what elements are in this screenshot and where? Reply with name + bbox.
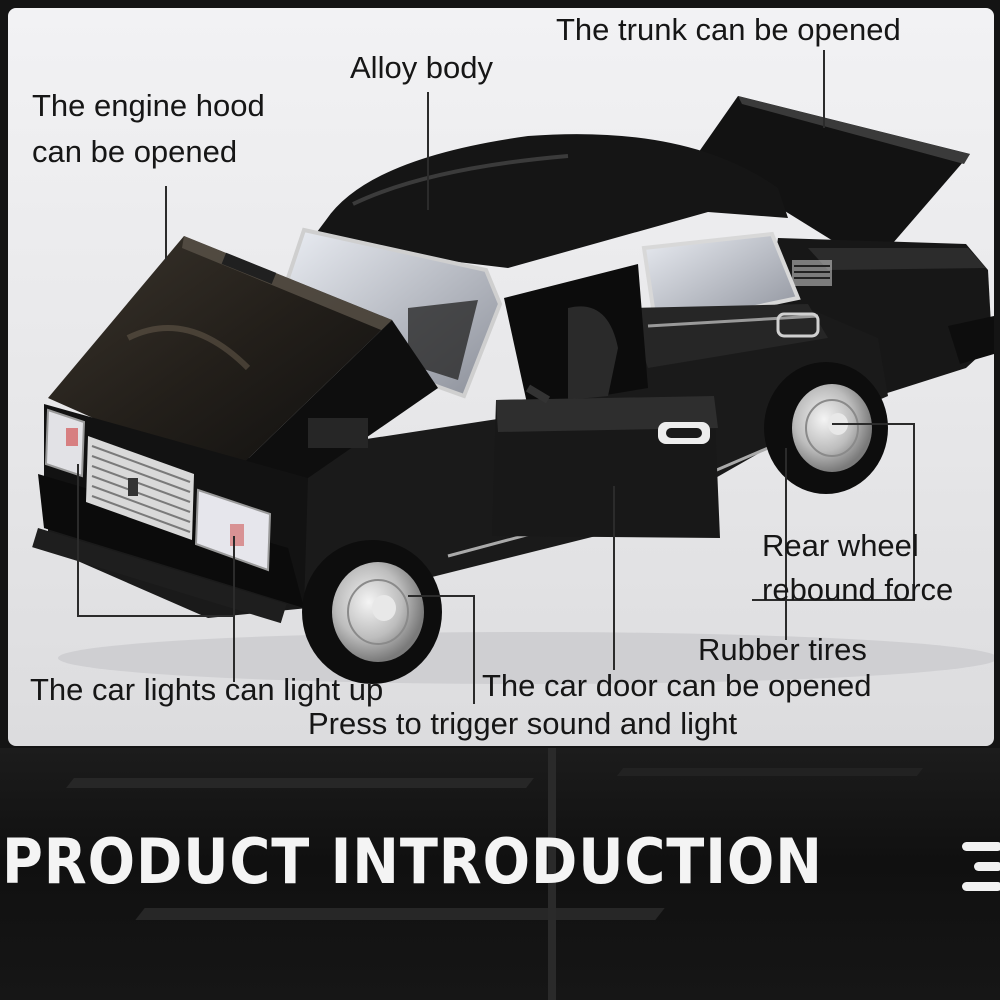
rear-side-window (641, 231, 801, 331)
background-plank (66, 778, 534, 788)
front-wheel (302, 540, 442, 684)
callout-rear-wheel-line1: Rear wheel (762, 528, 919, 563)
open-trunk-lid (696, 96, 970, 258)
background-plank (135, 908, 665, 920)
callout-trunk: The trunk can be opened (556, 12, 901, 47)
callout-door: The car door can be opened (482, 668, 872, 703)
car-illustration (32, 50, 994, 704)
menu-lines-icon (962, 840, 1000, 892)
background-post (548, 748, 556, 1000)
open-engine-hood (48, 236, 438, 478)
windshield (285, 227, 503, 399)
headlight-left (44, 408, 86, 478)
car-shadow (58, 632, 994, 684)
front-grille (86, 436, 194, 540)
headlight-right (194, 488, 272, 572)
product-image-panel: The trunk can be opened Alloy body The e… (8, 8, 994, 746)
callout-rear-wheel-line2: rebound force (762, 572, 954, 607)
callout-leader-lines (77, 50, 915, 704)
callout-lights: The car lights can light up (30, 672, 384, 707)
product-introduction-banner: PRODUCT INTRODUCTION (0, 748, 1000, 1000)
open-car-door (492, 384, 720, 538)
callout-hood-line1: The engine hood (32, 88, 265, 123)
callout-hood-line2: can be opened (32, 134, 238, 169)
callout-alloy-body: Alloy body (350, 50, 494, 85)
rear-wheel (764, 362, 888, 494)
callout-press: Press to trigger sound and light (308, 706, 738, 741)
callout-rubber-tires: Rubber tires (698, 632, 867, 667)
banner-title: PRODUCT INTRODUCTION (2, 825, 823, 898)
background-plank (616, 768, 924, 776)
